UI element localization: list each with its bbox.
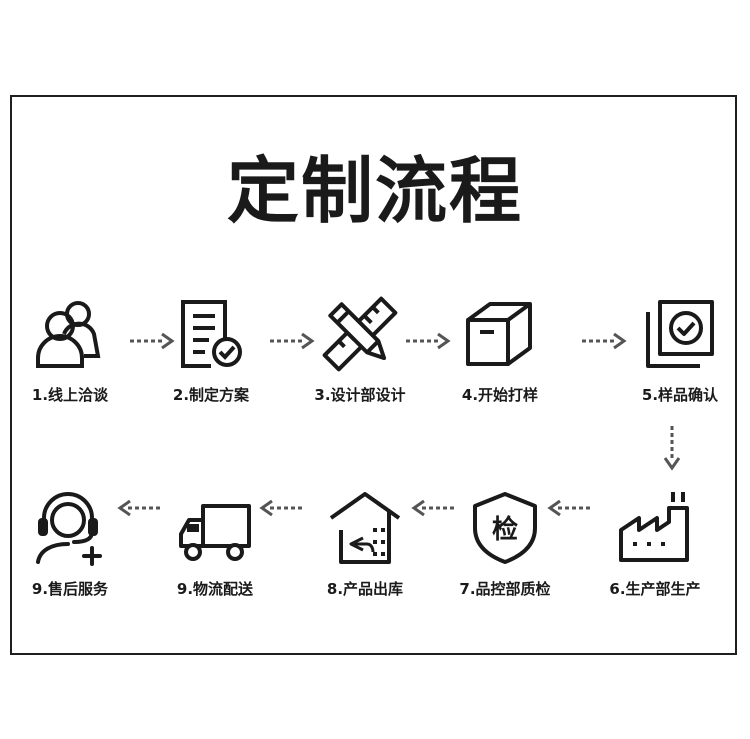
arrow-left bbox=[547, 499, 592, 517]
diagram-frame bbox=[10, 95, 737, 655]
inspection-shield-icon: 检 bbox=[473, 492, 537, 564]
arrow-right bbox=[406, 332, 451, 350]
step-8-label: 8.产品出库 bbox=[326, 580, 404, 598]
step-3-label: 3.设计部设计 bbox=[314, 386, 406, 404]
arrow-left bbox=[259, 499, 304, 517]
step-2-label: 2.制定方案 bbox=[172, 386, 250, 404]
step-6: 6.生产部生产 bbox=[585, 490, 725, 599]
step-1: 1.线上洽谈 bbox=[0, 296, 140, 405]
arrow-left bbox=[117, 499, 162, 517]
warehouse-icon bbox=[329, 492, 401, 564]
inspection-badge-text: 检 bbox=[492, 514, 518, 545]
step-6-label: 6.生产部生产 bbox=[609, 580, 701, 598]
people-icon bbox=[36, 301, 101, 368]
step-1-label: 1.线上洽谈 bbox=[31, 386, 109, 404]
arrow-down bbox=[663, 426, 681, 471]
step-4: 4.开始打样 bbox=[430, 296, 570, 405]
box-icon bbox=[466, 302, 532, 366]
pencil-ruler-icon bbox=[322, 296, 398, 372]
customer-service-icon bbox=[36, 492, 102, 566]
step-7-label: 7.品控部质检 bbox=[459, 580, 551, 598]
step-2: 2.制定方案 bbox=[141, 296, 281, 405]
step-10: 9.售后服务 bbox=[0, 490, 140, 599]
step-10-label: 9.售后服务 bbox=[31, 580, 109, 598]
arrow-right bbox=[582, 332, 627, 350]
step-5: 5.样品确认 bbox=[610, 296, 750, 405]
factory-icon bbox=[619, 492, 689, 562]
arrow-right bbox=[270, 332, 315, 350]
step-9-label: 9.物流配送 bbox=[176, 580, 254, 598]
stacked-check-icon bbox=[646, 300, 714, 368]
page-title: 定制流程 bbox=[226, 149, 523, 233]
step-4-label: 4.开始打样 bbox=[461, 386, 539, 404]
step-8: 8.产品出库 bbox=[295, 490, 435, 599]
step-3: 3.设计部设计 bbox=[290, 296, 430, 405]
arrow-right bbox=[130, 332, 175, 350]
arrow-left bbox=[411, 499, 456, 517]
step-7: 检 7.品控部质检 bbox=[435, 490, 575, 599]
step-5-label: 5.样品确认 bbox=[641, 386, 719, 404]
truck-icon bbox=[179, 504, 251, 561]
step-9: 9.物流配送 bbox=[145, 490, 285, 599]
document-check-icon bbox=[181, 300, 242, 368]
